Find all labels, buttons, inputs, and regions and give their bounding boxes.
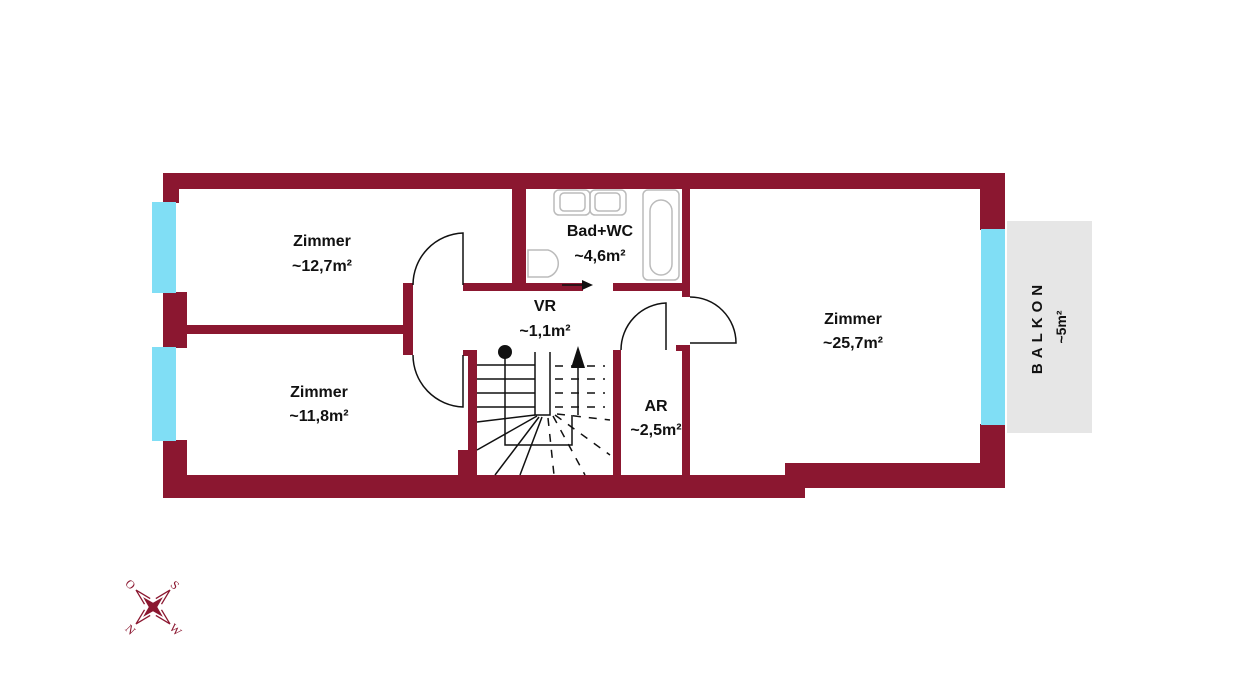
room-labels: Zimmer ~12,7m² Zimmer ~11,8m² Bad+WC ~4,… xyxy=(289,223,883,439)
bathroom-fixtures xyxy=(527,189,680,281)
room-area: ~12,7m² xyxy=(292,258,352,275)
room-area: ~1,1m² xyxy=(519,323,570,340)
compass-icon: S N O W xyxy=(122,576,185,639)
room-area: ~25,7m² xyxy=(823,335,883,352)
window xyxy=(152,347,176,441)
bathtub xyxy=(642,189,680,281)
windows xyxy=(152,202,1005,441)
door-swing xyxy=(689,296,737,344)
balcony-label: BALKON xyxy=(1029,280,1046,374)
window xyxy=(152,202,176,293)
staircase xyxy=(476,345,611,476)
room-name: VR xyxy=(534,298,557,315)
door-swing xyxy=(412,354,464,408)
room-area: ~4,6m² xyxy=(574,248,625,265)
room-name: AR xyxy=(644,398,668,415)
doors xyxy=(412,232,737,408)
window xyxy=(981,229,1005,425)
balcony-area-label: ~5m² xyxy=(1053,310,1069,343)
room-name: Zimmer xyxy=(290,384,348,401)
room-area: ~11,8m² xyxy=(289,408,348,425)
walls xyxy=(163,173,1005,498)
balcony-area xyxy=(1007,221,1092,433)
sink xyxy=(589,189,627,216)
room-name: Zimmer xyxy=(293,233,351,250)
stair-direction-arrow xyxy=(571,346,585,368)
room-area: ~2,5m² xyxy=(630,422,681,439)
door-swing xyxy=(620,302,667,351)
room-name: Bad+WC xyxy=(567,223,634,240)
toilet xyxy=(527,249,560,278)
door-swing xyxy=(412,232,464,286)
room-name: Zimmer xyxy=(824,311,882,328)
